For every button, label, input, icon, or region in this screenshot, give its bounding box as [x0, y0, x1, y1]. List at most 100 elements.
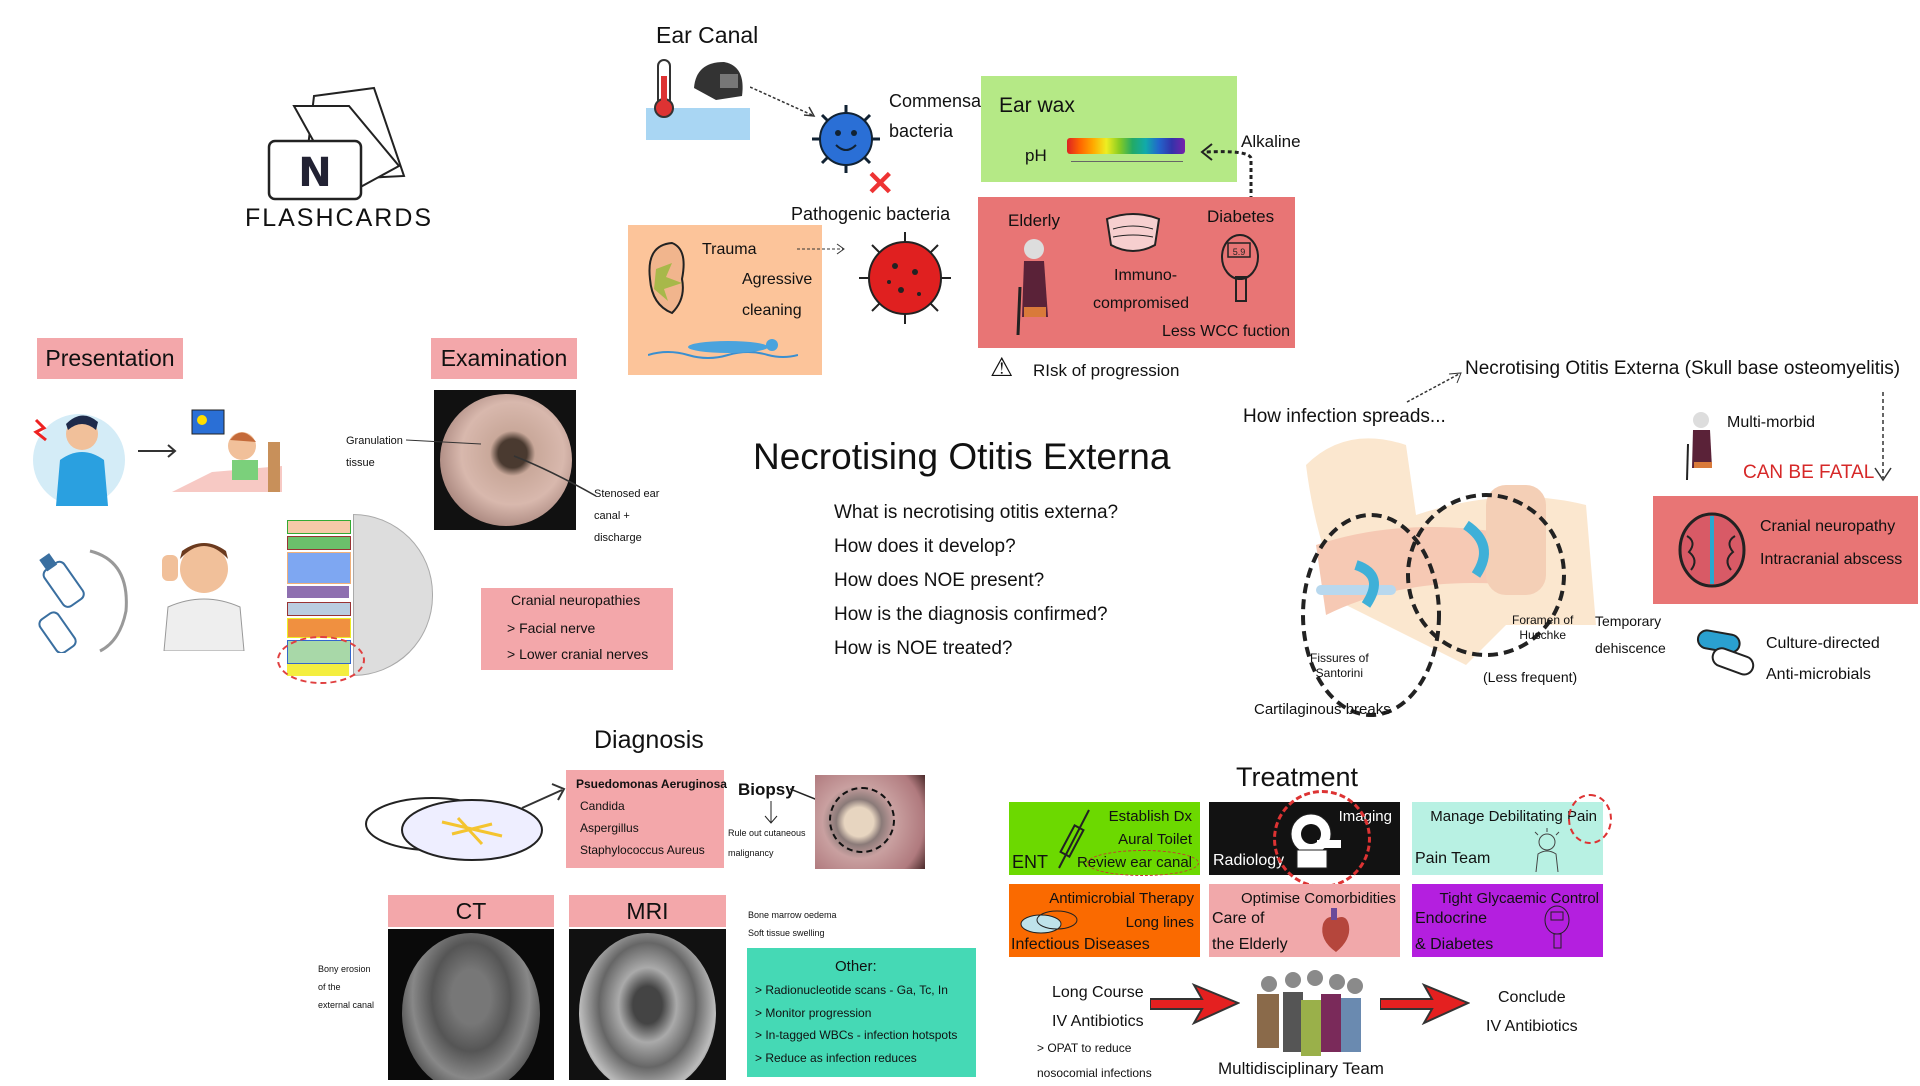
otoscopy-image	[434, 390, 576, 530]
temporary-line: dehiscence	[1595, 640, 1666, 656]
id-team: Infectious Diseases	[1011, 936, 1150, 953]
team-people-icon	[1249, 970, 1367, 1058]
arrow-icon	[797, 243, 845, 255]
temporary-line: Temporary	[1595, 613, 1662, 629]
mri-label: MRI	[569, 895, 726, 927]
cranial-neuropathies-box: Cranial neuropathies > Facial nerve > Lo…	[481, 588, 673, 670]
other-box: Other: > Radionucleotide scans - Ga, Tc,…	[747, 948, 976, 1077]
cranial-nerves-diagram	[277, 514, 433, 684]
santorini-line: Santorini	[1315, 666, 1364, 680]
treatment-box-ent: Establish Dx Aural Toilet Review ear can…	[1009, 802, 1200, 876]
mri-scan-image	[569, 929, 726, 1080]
arrow-icon	[750, 86, 816, 117]
warning-icon: ⚠	[990, 352, 1014, 382]
trauma-label: Trauma	[702, 241, 757, 258]
mdt-label: Multidisciplinary Team	[1218, 1059, 1384, 1078]
down-arrow-icon	[764, 801, 778, 824]
ear-pain-person-icon	[22, 400, 136, 506]
glucose-meter-icon: 5.9	[1218, 231, 1262, 303]
pain-team: Pain Team	[1415, 850, 1491, 867]
ct-label: CT	[388, 895, 554, 927]
ear-wax-box: Ear wax pH	[981, 76, 1237, 182]
trauma-box: Trauma Agressive cleaning	[628, 225, 822, 375]
stenosed-line: Stenosed ear	[594, 488, 660, 500]
hearing-loss-person-icon	[150, 529, 254, 652]
biopsy-image	[815, 775, 925, 869]
question-item: How does it develop?	[834, 536, 1016, 557]
organism-item: Candida	[580, 799, 625, 813]
face-mask-icon	[1103, 211, 1163, 256]
skull-base-label: Necrotising Otitis Externa (Skull base o…	[1465, 358, 1901, 379]
elderly-team: Care of	[1212, 910, 1265, 927]
spread-heading: How infection spreads...	[1243, 406, 1446, 427]
other-item: > Reduce as infection reduces	[755, 1051, 917, 1065]
question-item: How is the diagnosis confirmed?	[834, 604, 1108, 625]
headache-person-icon	[1530, 828, 1564, 873]
commensal-line: Commensal	[889, 91, 986, 111]
red-arrow-icon	[1380, 983, 1470, 1025]
petri-dish-icon	[362, 774, 568, 870]
radiology-team: Radiology	[1213, 852, 1285, 869]
arrow-icon	[1406, 372, 1462, 403]
ent-task: Aural Toilet	[1118, 831, 1192, 848]
cranial-item: > Facial nerve	[507, 620, 596, 636]
huschke-line: Foramen of	[1512, 613, 1574, 627]
page-title: Necrotising Otitis Externa	[753, 436, 1171, 477]
cranial-item: > Lower cranial nerves	[507, 646, 649, 662]
long-course-line: IV Antibiotics	[1052, 1013, 1144, 1030]
sick-in-bed-icon	[172, 406, 282, 492]
organism-item: Staphylococcus Aureus	[580, 843, 705, 857]
stenosed-line: discharge	[594, 532, 642, 544]
endocrine-team: Endocrine	[1415, 910, 1488, 927]
stenosed-line: canal +	[594, 510, 630, 522]
elderly-task: Optimise Comorbidities	[1240, 890, 1396, 907]
logo-text: FLASHCARDS	[244, 204, 434, 232]
pathogenic-label: Pathogenic bacteria	[791, 204, 951, 224]
ent-team: ENT	[1012, 852, 1048, 872]
flashcards-logo: N FLASHCARDS	[234, 86, 444, 236]
ent-task: Establish Dx	[1108, 808, 1192, 825]
examination-label: Examination	[431, 338, 577, 379]
diabetes-label: Diabetes	[1207, 207, 1275, 226]
ct-note-line: Bony erosion	[318, 964, 371, 974]
meter-reading: 5.9	[1233, 247, 1246, 257]
temporary-label: Temporary dehiscence	[1595, 608, 1666, 662]
glucose-meter-icon	[1542, 904, 1572, 950]
ct-note-line: external canal	[318, 1000, 375, 1010]
santorini-line: Fissures of	[1310, 651, 1369, 665]
ph-arrow	[1071, 161, 1183, 162]
question-item: How is NOE treated?	[834, 638, 1013, 659]
wcc-label: Less WCC fuction	[1162, 323, 1291, 340]
organism-item: Aspergillus	[580, 821, 639, 835]
multi-morbid-label: Multi-morbid	[1727, 414, 1816, 431]
ear-icon	[642, 239, 692, 319]
complications-box: Cranial neuropathy Intracranial abscess	[1653, 496, 1918, 604]
heart-icon	[1319, 906, 1353, 954]
dashed-down-arrow-icon	[1874, 392, 1892, 482]
risk-progression-label: RIsk of progression	[1033, 361, 1180, 380]
pain-task: Manage Debilitating Pain	[1430, 808, 1597, 825]
ph-scale	[1067, 138, 1185, 154]
biopsy-note-line: malignancy	[728, 848, 774, 858]
logo-mark: N	[298, 150, 331, 196]
pointer-line	[406, 439, 482, 445]
ct-scan-image	[388, 929, 554, 1080]
questions-list: What is necrotising otitis externa? How …	[834, 496, 1118, 666]
other-item: > Radionucleotide scans - Ga, Tc, In	[755, 983, 948, 997]
other-title: Other:	[835, 958, 877, 975]
alkaline-label: Alkaline	[1241, 132, 1301, 151]
ear-canal-label: Ear Canal	[656, 22, 759, 48]
fatal-label: CAN BE FATAL	[1743, 462, 1875, 483]
cranial-title: Cranial neuropathies	[511, 592, 641, 608]
complication-item: Intracranial abscess	[1760, 551, 1903, 568]
elderly-woman-icon	[1684, 410, 1718, 482]
granulation-line: tissue	[346, 457, 375, 469]
immuno-label: Immuno-	[1114, 267, 1178, 284]
